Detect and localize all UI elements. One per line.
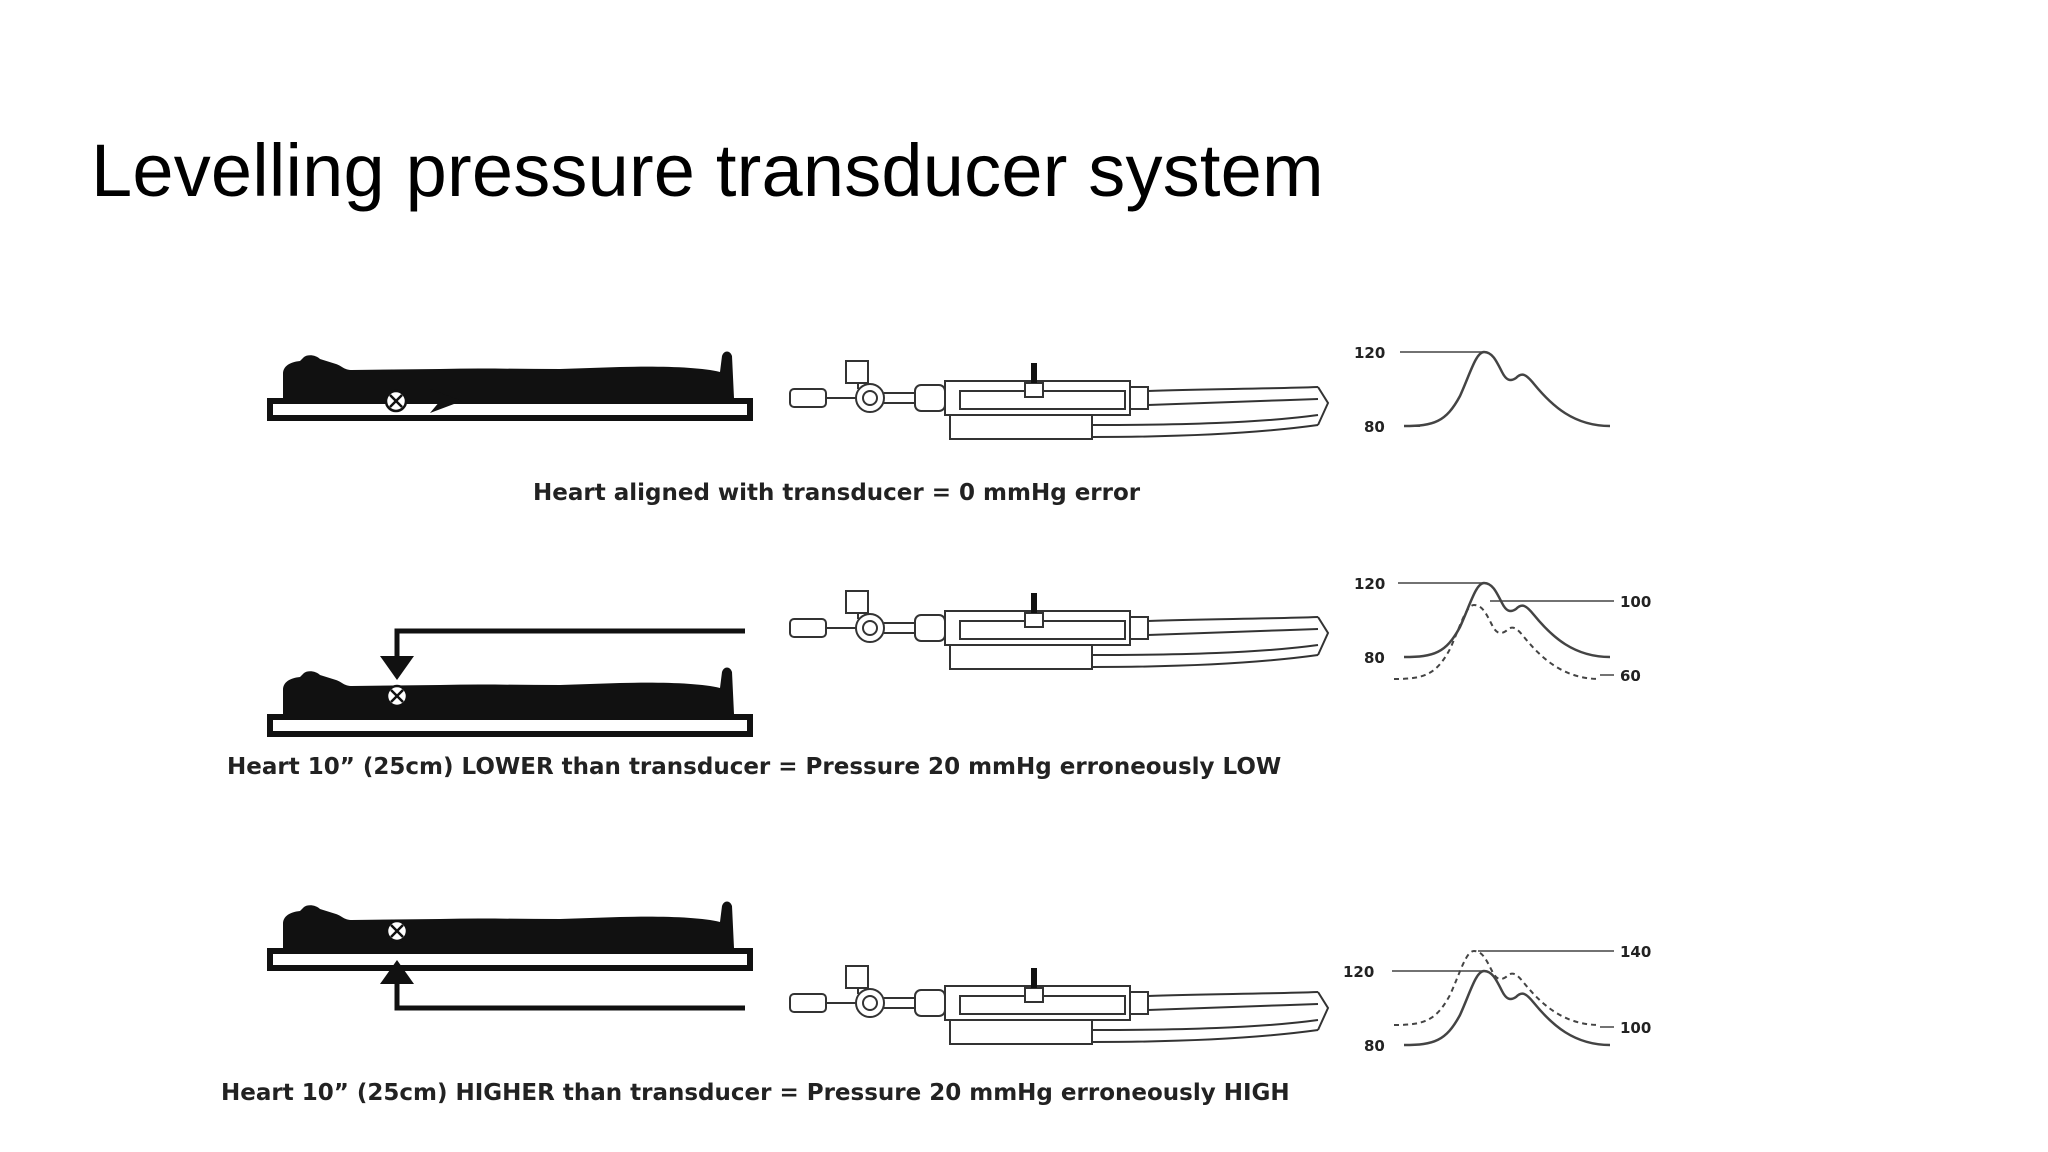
waveform-aligned: 120 80 <box>1354 344 1612 436</box>
panel-higher: 120 80 140 100 Heart 10” (25cm) HIGHER t… <box>221 902 1651 1106</box>
panel-lower: 120 80 100 60 Heart 10” (25cm) LOWER tha… <box>227 575 1651 780</box>
patient-silhouette-icon <box>270 668 750 735</box>
pressure-transducer-icon <box>790 966 1328 1044</box>
tick-100: 100 <box>1620 1019 1651 1037</box>
pressure-transducer-icon <box>790 361 1328 439</box>
tick-80: 80 <box>1364 418 1385 436</box>
tick-80: 80 <box>1364 649 1385 667</box>
arrow-icon <box>380 656 414 680</box>
tick-80: 80 <box>1364 1037 1385 1055</box>
tick-140: 140 <box>1620 943 1651 961</box>
slide-title: Levelling pressure transducer system <box>91 129 1324 212</box>
tick-100: 100 <box>1620 593 1651 611</box>
waveform-higher: 120 80 140 100 <box>1343 943 1651 1055</box>
tick-120: 120 <box>1354 344 1385 362</box>
patient-silhouette-icon <box>270 902 750 969</box>
patient-silhouette-icon <box>270 352 750 419</box>
circled-x-icon <box>384 389 408 413</box>
caption-lower: Heart 10” (25cm) LOWER than transducer =… <box>227 754 1281 780</box>
arrow-icon <box>380 960 414 984</box>
tick-120: 120 <box>1354 575 1385 593</box>
circled-x-icon <box>385 919 409 943</box>
caption-higher: Heart 10” (25cm) HIGHER than transducer … <box>221 1080 1290 1106</box>
caption-aligned: Heart aligned with transducer = 0 mmHg e… <box>533 480 1141 506</box>
tick-120: 120 <box>1343 963 1374 981</box>
pressure-transducer-icon <box>790 591 1328 669</box>
arrow-icon <box>430 389 462 413</box>
panel-aligned: 120 80 Heart aligned with transducer = 0… <box>270 344 1612 506</box>
circled-x-icon <box>385 684 409 708</box>
tick-60: 60 <box>1620 667 1641 685</box>
waveform-lower: 120 80 100 60 <box>1354 575 1651 685</box>
